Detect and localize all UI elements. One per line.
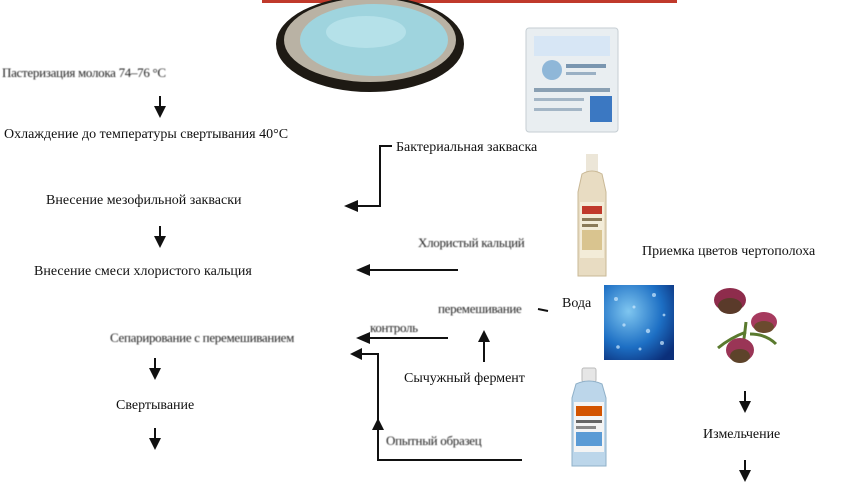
arrowhead-starter <box>344 200 358 212</box>
label-water: Вода <box>562 296 591 312</box>
bacterial-starter-connector <box>358 146 392 206</box>
label-sample-obscured: Опытный образец <box>386 434 481 448</box>
label-calcium-obscured: Хлористый кальций <box>418 236 524 250</box>
step-calcium-chloride: Внесение смеси хлористого кальция <box>34 264 252 280</box>
step-mesophilic-starter: Внесение мезофильной закваски <box>46 193 242 209</box>
water-connector <box>538 309 548 311</box>
step-cooling: Охлаждение до температуры свертывания 40… <box>4 127 288 143</box>
step-obscured: Сепарирование с перемешиванием <box>110 331 294 345</box>
label-rennet: Сычужный фермент <box>404 371 525 387</box>
milk-bowl-image <box>270 0 470 98</box>
arrowhead-sample-up <box>372 418 384 430</box>
down-arrow <box>153 96 167 118</box>
down-arrow <box>153 226 167 248</box>
starter-packet-image <box>524 26 620 134</box>
label-bacterial-starter: Бактериальная закваска <box>396 140 537 156</box>
calcium-chloride-bottle-image <box>570 152 614 280</box>
step-pasteurization-obscured: Пастеризация молока 74–76 °С <box>2 66 166 80</box>
down-arrow <box>148 358 162 380</box>
down-arrow <box>738 391 752 413</box>
rennet-bottle-image <box>566 366 614 470</box>
label-grinding: Измельчение <box>703 427 780 443</box>
step-coagulation: Свертывание <box>116 398 194 414</box>
down-arrow <box>738 460 752 482</box>
down-arrow <box>148 428 162 450</box>
label-control-obscured: контроль <box>370 321 418 335</box>
label-thistle-reception: Приемка цветов чертополоха <box>642 244 815 260</box>
water-image <box>604 285 674 360</box>
arrowhead-rennet <box>478 330 490 342</box>
arrowhead-mixing <box>356 332 370 344</box>
thistle-flowers-image <box>700 272 790 372</box>
label-mixing-obscured: перемешивание <box>438 302 521 316</box>
arrowhead-calcium <box>356 264 370 276</box>
arrowhead-sample <box>350 348 362 360</box>
